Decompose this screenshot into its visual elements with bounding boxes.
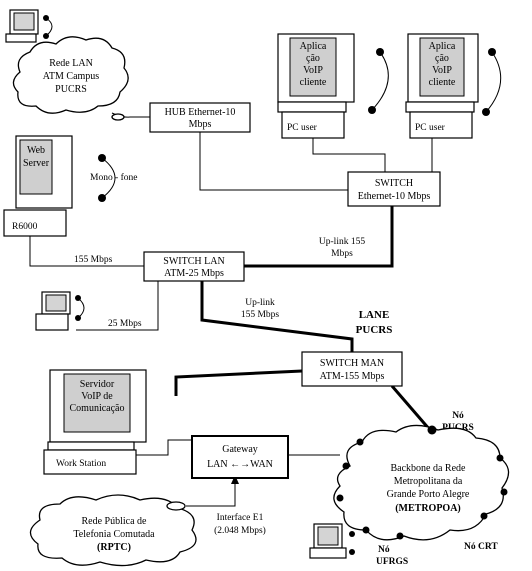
hub-line-2: Mbps	[189, 119, 212, 130]
cloud-rptc: Rede Pública de Telefonia Comutada (RPTC…	[29, 494, 197, 567]
hub-line-1: HUB Ethernet-10	[165, 107, 236, 118]
small-pc-middle	[35, 291, 85, 331]
node-icon	[427, 425, 437, 435]
backbone-line-4: (METROPOA)	[395, 503, 461, 514]
link-hub-switch-eth	[199, 132, 348, 191]
node-icon	[396, 532, 404, 540]
webserver-label: R6000	[12, 222, 38, 232]
link-webserver-switch-lan	[29, 236, 144, 267]
node-icon	[336, 494, 344, 502]
switch-lan: SWITCH LAN ATM-25 Mbps	[143, 251, 245, 282]
cloud-lan-campus: Rede LAN ATM Campus PUCRS	[12, 36, 129, 121]
pcuser-left-screen-2: ção	[306, 53, 320, 64]
link-uplink-lan-man	[200, 281, 354, 352]
gateway-line-1: Gateway	[222, 444, 258, 455]
backbone-line-2: Metropolitana da	[394, 476, 463, 487]
phone-icon	[349, 531, 355, 537]
speed-155-label: 155 Mbps	[74, 255, 113, 265]
lane-line-1: LANE	[359, 309, 390, 321]
gateway: Gateway LAN ←→WAN	[191, 435, 289, 479]
arrow-up-icon	[231, 475, 239, 484]
connection-lines	[29, 112, 433, 507]
pcuser-right-label: PC user	[415, 123, 446, 133]
cloud-campus-line-3: PUCRS	[55, 84, 87, 95]
small-pc-ufrgs	[309, 523, 355, 559]
switch-lan-line-1: SWITCH LAN	[163, 256, 224, 267]
node-icon	[496, 454, 504, 462]
uplink-mid-line-1: Up-link	[245, 298, 275, 308]
no-ufrgs-line-1: Nó	[378, 545, 390, 555]
speed-25-label: 25 Mbps	[108, 319, 142, 329]
no-ufrgs-line-2: UFRGS	[376, 557, 408, 567]
backbone-line-1: Backbone da Rede	[391, 463, 467, 474]
node-icon	[480, 512, 488, 520]
pcuser-right-screen-4: cliente	[429, 77, 456, 88]
pc-user-left: Aplica ção VoIP cliente PC user	[277, 33, 389, 139]
switch-ethernet: SWITCH Ethernet-10 Mbps	[347, 171, 441, 207]
voip-server-screen-3: Comunicação	[70, 403, 125, 414]
pcuser-right-screen-1: Aplica	[429, 41, 456, 52]
link-server-gateway	[136, 439, 192, 456]
pcuser-left-screen-3: VoIP	[303, 65, 323, 76]
node-icon	[342, 462, 350, 470]
hub-ethernet: HUB Ethernet-10 Mbps	[149, 102, 251, 133]
link-man-no-pucrs	[390, 385, 432, 431]
switch-man-line-2: ATM-155 Mbps	[320, 371, 385, 382]
backbone-line-3: Grande Porto Alegre	[387, 489, 470, 500]
interface-line-2: (2.048 Mbps)	[214, 525, 266, 536]
voip-server-screen-1: Servidor	[80, 379, 115, 390]
cloud-campus-line-2: ATM Campus	[43, 71, 100, 82]
switch-eth-line-2: Ethernet-10 Mbps	[358, 191, 431, 202]
pcuser-left-label: PC user	[287, 123, 318, 133]
node-icon	[362, 526, 370, 534]
connector-icon	[166, 501, 186, 511]
node-icon	[500, 488, 508, 496]
web-server: Web Server R6000 Mono - fone	[3, 135, 138, 237]
cloud-backbone: Backbone da Rede Metropolitana da Grande…	[333, 424, 510, 541]
cloud-campus-line-1: Rede LAN	[49, 58, 93, 69]
switch-man-line-1: SWITCH MAN	[320, 358, 384, 369]
uplink-top-line-1: Up-link 155	[319, 237, 365, 247]
pcuser-left-screen-1: Aplica	[300, 41, 327, 52]
voip-server: Servidor VoIP de Comunicação Work Statio…	[43, 369, 147, 475]
switch-lan-line-2: ATM-25 Mbps	[164, 268, 224, 279]
voip-server-screen-2: VoIP de	[81, 391, 113, 402]
voip-server-label: Work Station	[56, 459, 106, 469]
pcuser-right-screen-3: VoIP	[432, 65, 452, 76]
gateway-line-2: LAN ←→WAN	[207, 459, 273, 470]
no-crt-label: Nó CRT	[464, 542, 498, 552]
webserver-screen-1: Web	[27, 145, 45, 156]
node-icon	[356, 438, 364, 446]
no-pucrs-line-1: Nó	[452, 411, 464, 421]
webserver-screen-2: Server	[23, 158, 50, 169]
rptc-line-3: (RPTC)	[97, 542, 131, 553]
link-man-voip-server	[174, 369, 303, 396]
switch-man: SWITCH MAN ATM-155 Mbps	[301, 351, 403, 387]
mono-fone-label: Mono - fone	[90, 172, 138, 183]
pc-user-right: Aplica ção VoIP cliente PC user	[405, 33, 502, 139]
link-uplink-eth-lan	[244, 206, 394, 268]
switch-eth-line-1: SWITCH	[375, 178, 413, 189]
uplink-mid-line-2: 155 Mbps	[241, 310, 280, 320]
pcuser-right-screen-2: ção	[435, 53, 449, 64]
uplink-top-line-2: Mbps	[331, 249, 353, 259]
small-pc-top-left	[5, 9, 53, 43]
link-pcuser1-switch-eth	[312, 138, 386, 172]
lane-line-2: PUCRS	[356, 324, 393, 336]
rptc-line-2: Telefonia Comutada	[73, 529, 155, 540]
pcuser-left-screen-4: cliente	[300, 77, 327, 88]
link-switch-lan-pc	[76, 281, 159, 331]
link-gateway-rptc	[186, 478, 236, 507]
interface-line-1: Interface E1	[217, 512, 264, 523]
rptc-line-1: Rede Pública de	[82, 516, 148, 527]
